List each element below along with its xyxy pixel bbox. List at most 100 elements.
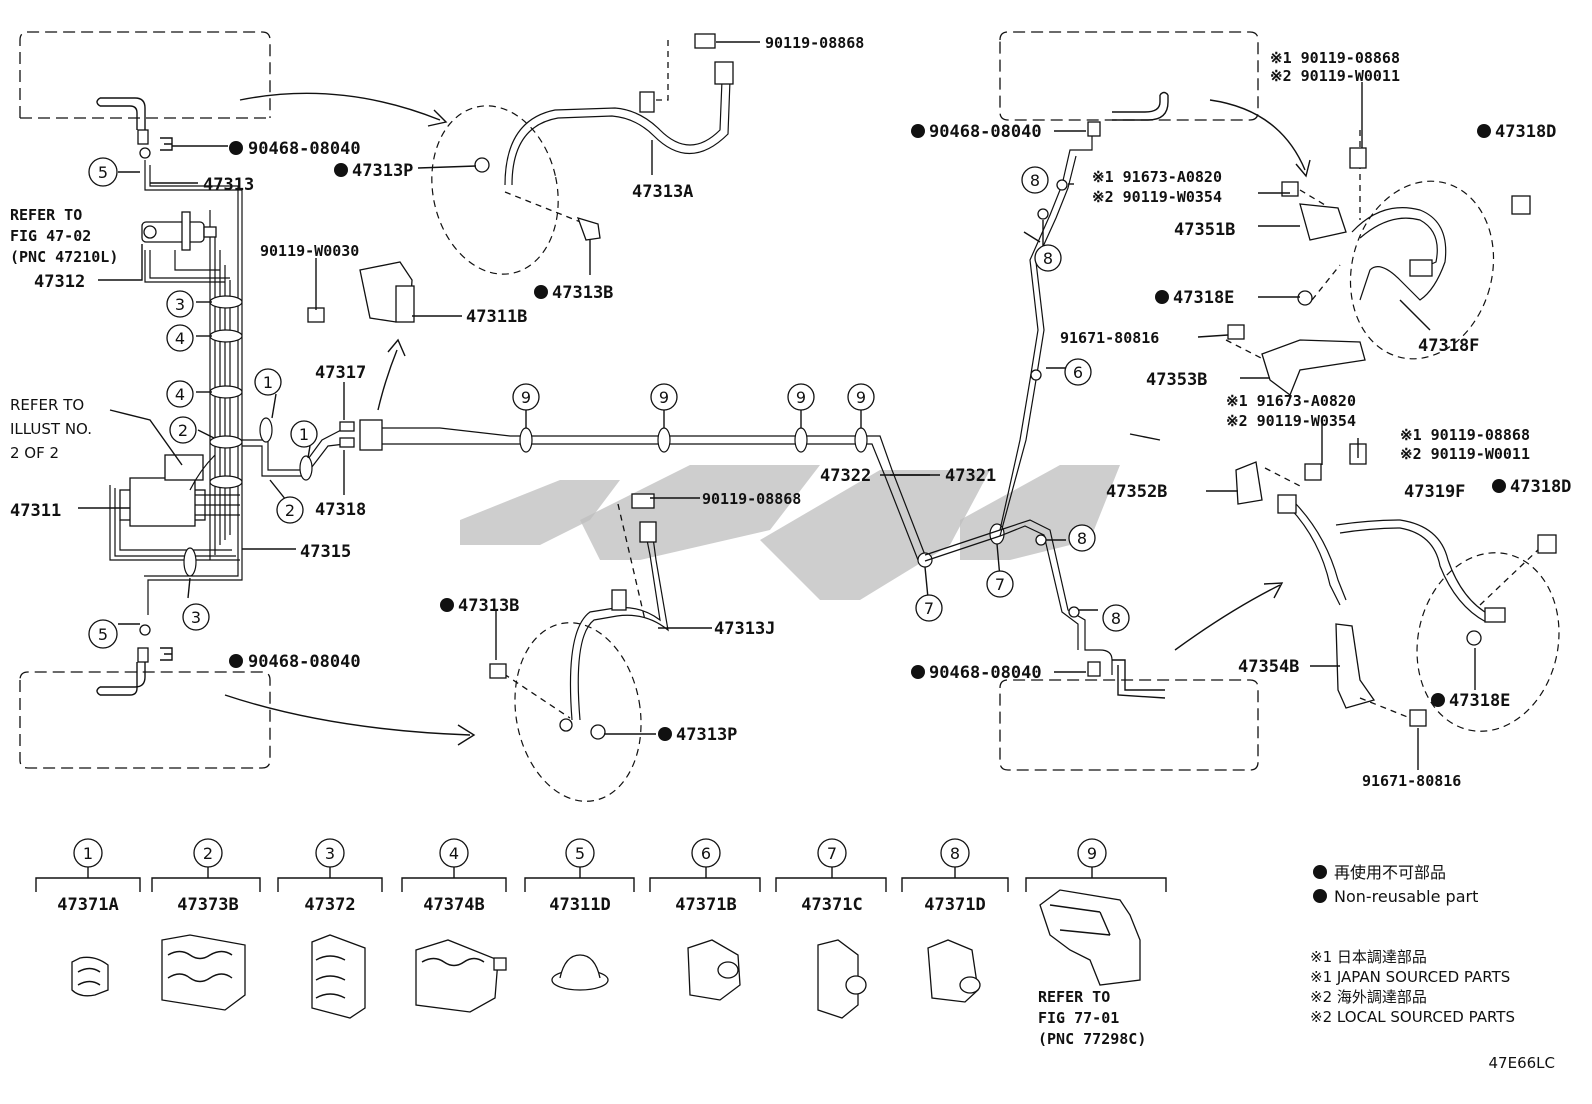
svg-text:8: 8 — [1111, 609, 1121, 628]
callout-5-top-text: 5 — [98, 163, 108, 182]
direction-arrows — [224, 92, 1311, 746]
nonreusable-dot — [229, 141, 243, 155]
label-47315: 47315 — [300, 542, 351, 562]
label-s1-91673-A0820-mid: ※1 91673-A0820 — [1226, 392, 1356, 410]
svg-text:7: 7 — [827, 844, 837, 863]
svg-text:9: 9 — [796, 388, 806, 407]
label-47311: 47311 — [10, 501, 61, 521]
label-47313B-bottom: 47313B — [458, 596, 519, 616]
label-s1-91673-A0820-top: ※1 91673-A0820 — [1092, 168, 1222, 186]
svg-text:47371C: 47371C — [801, 895, 862, 915]
leader-lines — [78, 41, 1476, 770]
watermark — [460, 465, 1120, 600]
svg-text:47373B: 47373B — [177, 895, 238, 915]
svg-text:4: 4 — [175, 385, 185, 404]
label-s2-90119-W0011-top: ※2 90119-W0011 — [1270, 67, 1400, 85]
svg-text:8: 8 — [1043, 249, 1053, 268]
rear-pipes — [924, 91, 1169, 699]
svg-text:6: 6 — [1073, 363, 1083, 382]
clip-4: 4 47374B — [401, 838, 507, 1013]
label-90468-08040-right-top: 90468-08040 — [929, 122, 1042, 142]
svg-text:1: 1 — [299, 425, 309, 444]
svg-text:7: 7 — [924, 599, 934, 618]
label-47318F: 47318F — [1418, 336, 1479, 356]
label-s1-90119-08868-mid: ※1 90119-08868 — [1400, 426, 1530, 444]
refer-left-1: REFER TO — [10, 206, 82, 224]
diagram-code: 47E66LC — [1489, 1054, 1555, 1072]
legend-s1-jp: ※1 日本調達部品 — [1310, 948, 1427, 966]
label-47313P-top: 47313P — [352, 161, 413, 181]
svg-text:47374B: 47374B — [423, 895, 484, 915]
clip-5: 5 47311D — [524, 838, 635, 991]
label-s2-90119-W0011-mid: ※2 90119-W0011 — [1400, 445, 1530, 463]
refer-clip9-3: (PNC 77298C) — [1038, 1030, 1146, 1048]
refer-illust-2: ILLUST NO. — [10, 420, 92, 438]
refer-illust-1: REFER TO — [10, 396, 84, 414]
label-90468-08040-top: 90468-08040 — [248, 139, 361, 159]
label-47313P-bottom: 47313P — [676, 725, 737, 745]
svg-text:9: 9 — [521, 388, 531, 407]
svg-text:47371D: 47371D — [924, 895, 985, 915]
rear-right-hose-detail — [1225, 130, 1560, 732]
svg-text:3: 3 — [175, 295, 185, 314]
svg-text:8: 8 — [1030, 171, 1040, 190]
label-s2-90119-W0354-top: ※2 90119-W0354 — [1092, 188, 1222, 206]
svg-text:9: 9 — [856, 388, 866, 407]
label-47311B: 47311B — [466, 307, 527, 327]
pipe-clips-left — [139, 147, 313, 636]
svg-text:47311D: 47311D — [549, 895, 610, 915]
label-90119-W0030: 90119-W0030 — [260, 242, 359, 260]
wheel-boxes — [19, 31, 1259, 771]
svg-text:3: 3 — [325, 844, 335, 863]
clip-legend: 1 47371A 2 47373B 3 47372 4 47374B — [35, 838, 1167, 1048]
nonreusable-dot — [229, 654, 243, 668]
svg-text:6: 6 — [701, 844, 711, 863]
label-47321: 47321 — [945, 466, 996, 486]
callout-5-bottom-text: 5 — [98, 625, 108, 644]
callout-5-bottom — [88, 619, 118, 649]
label-47313A: 47313A — [632, 182, 693, 202]
svg-text:2: 2 — [178, 421, 188, 440]
clip-8: 8 47371D — [901, 838, 1009, 1003]
notes-legend: 再使用不可部品 Non-reusable part ※1 日本調達部品 ※1 J… — [1310, 863, 1555, 1072]
legend-nonreusable-en: Non-reusable part — [1334, 887, 1478, 906]
label-47318D-top: 47318D — [1495, 122, 1556, 142]
svg-text:1: 1 — [83, 844, 93, 863]
label-47322: 47322 — [820, 466, 871, 486]
label-47318E-bottom: 47318E — [1449, 691, 1510, 711]
label-47313: 47313 — [203, 175, 254, 195]
rear-left-hose-detail — [489, 493, 669, 802]
svg-text:4: 4 — [449, 844, 459, 863]
refer-clip9-2: FIG 77-01 — [1038, 1009, 1119, 1027]
label-47318E-top: 47318E — [1173, 288, 1234, 308]
middle-labels: 90119-08868 47313P 47313A 47313B 90119-0… — [334, 34, 1014, 745]
svg-text:2: 2 — [285, 501, 295, 520]
clip-7: 7 47371C — [775, 838, 887, 1019]
refer-left-2: FIG 47-02 — [10, 227, 91, 245]
label-47317: 47317 — [315, 363, 366, 383]
label-47351B: 47351B — [1174, 220, 1235, 240]
label-47318: 47318 — [315, 500, 366, 520]
svg-text:9: 9 — [1087, 844, 1097, 863]
label-47353B: 47353B — [1146, 370, 1207, 390]
label-47319F: 47319F — [1404, 482, 1465, 502]
label-47318D-bottom: 47318D — [1510, 477, 1571, 497]
clip-2: 2 47373B — [151, 838, 261, 1011]
svg-text:4: 4 — [175, 329, 185, 348]
label-s2-90119-W0354-mid: ※2 90119-W0354 — [1226, 412, 1356, 430]
bolts-left — [307, 261, 415, 323]
callout-5-top — [88, 157, 118, 187]
nonreusable-dot-legend-en — [1313, 889, 1327, 903]
svg-text:7: 7 — [995, 575, 1005, 594]
clip-1: 1 47371A — [35, 838, 141, 997]
svg-text:2: 2 — [203, 844, 213, 863]
label-47352B: 47352B — [1106, 482, 1167, 502]
nonreusable-dot-legend — [1313, 865, 1327, 879]
refer-clip9-1: REFER TO — [1038, 988, 1110, 1006]
master-cylinder-area — [96, 97, 926, 696]
label-47313J: 47313J — [714, 619, 775, 639]
clip-9: 9 REFER TO FIG 77-01 (PNC 77298C) — [1025, 838, 1167, 1048]
label-90468-08040-bottom: 90468-08040 — [248, 652, 361, 672]
